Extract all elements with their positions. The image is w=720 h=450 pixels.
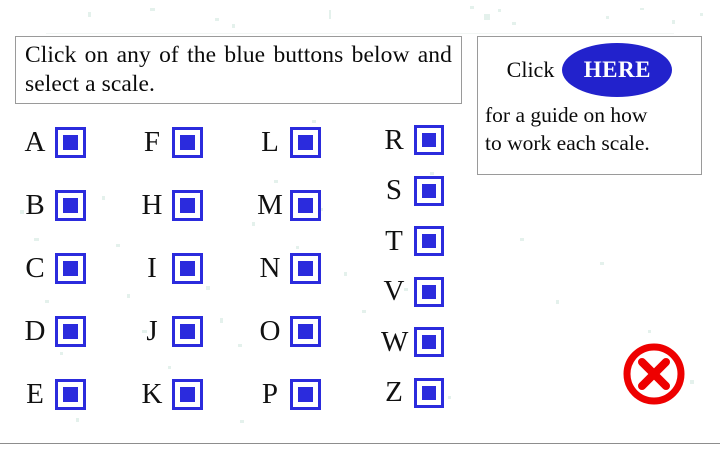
scale-label-o: O [259,315,281,347]
scale-button-p[interactable] [290,379,321,410]
scale-cell-d: D [22,316,86,347]
scale-button-s[interactable] [414,175,444,206]
scale-cell-k: K [139,379,203,410]
scale-button-z[interactable] [414,377,444,408]
bottom-divider [0,443,720,444]
guide-text-line-2: to work each scale. [485,131,650,155]
scale-button-d[interactable] [55,316,86,347]
scale-label-d: D [24,315,46,347]
scale-button-inner-square [180,387,195,402]
top-divider [46,33,674,34]
scale-label-n: N [259,252,281,284]
scale-button-v[interactable] [414,276,444,307]
scale-cell-h: H [139,190,203,221]
scale-cell-v: V [381,275,444,307]
scale-button-inner-square [180,135,195,150]
scale-label-h: H [141,189,163,221]
scale-button-f[interactable] [172,127,203,158]
scale-label-p: P [261,378,279,410]
scale-button-a[interactable] [55,127,86,158]
scale-label-k: K [141,378,163,410]
scale-label-w: W [381,325,409,358]
scale-cell-l: L [257,127,321,158]
guide-click-row: Click HERE [478,41,701,99]
scale-label-m: M [257,189,283,221]
scale-button-inner-square [63,198,78,213]
scale-button-j[interactable] [172,316,203,347]
scale-label-j: J [146,315,158,347]
scale-label-v: V [383,275,405,307]
scale-cell-r: R [381,125,444,155]
here-button-label: HERE [583,57,651,82]
scale-label-i: I [147,252,157,284]
scale-button-l[interactable] [290,127,321,158]
scale-label-z: Z [385,376,403,408]
scale-label-b: B [25,189,45,221]
scale-button-inner-square [180,198,195,213]
scale-cell-a: A [22,127,86,158]
scale-button-inner-square [63,261,78,276]
scale-button-w[interactable] [414,327,444,357]
scale-cell-t: T [381,226,444,256]
scale-cell-m: M [257,190,321,221]
scale-button-inner-square [180,261,195,276]
scale-button-inner-square [422,385,436,400]
scale-button-o[interactable] [290,316,321,347]
instruction-text: Click on any of the blue buttons below a… [25,42,452,97]
scale-button-inner-square [422,335,436,349]
scale-cell-p: P [257,379,321,410]
scale-cell-z: Z [381,376,444,408]
scale-label-f: F [143,126,161,158]
guide-click-label: Click [506,57,555,82]
scale-button-inner-square [298,261,313,276]
scale-button-inner-square [180,324,195,339]
scale-button-i[interactable] [172,253,203,284]
scale-button-h[interactable] [172,190,203,221]
guide-panel: Click HERE for a guide on how to work ea… [477,36,702,175]
scale-button-r[interactable] [414,125,444,155]
scale-button-inner-square [422,284,436,299]
scale-button-inner-square [298,324,313,339]
scale-label-e: E [26,378,44,410]
scale-cell-b: B [22,190,86,221]
scale-button-n[interactable] [290,253,321,284]
instruction-panel: Click on any of the blue buttons below a… [15,36,462,104]
guide-text-line-1: for a guide on how [485,103,648,127]
scale-button-inner-square [63,387,78,402]
close-icon[interactable] [622,342,686,406]
scale-button-m[interactable] [290,190,321,221]
scale-button-inner-square [298,135,313,150]
scale-button-inner-square [422,234,436,248]
scale-cell-s: S [381,174,444,206]
scale-cell-w: W [381,327,444,357]
scale-label-a: A [24,126,46,158]
scale-button-k[interactable] [172,379,203,410]
scale-cell-f: F [139,127,203,158]
scale-button-inner-square [422,183,436,198]
scale-button-inner-square [422,133,436,147]
scale-button-inner-square [63,135,78,150]
scale-button-e[interactable] [55,379,86,410]
scale-button-b[interactable] [55,190,86,221]
scale-label-t: T [385,224,403,257]
here-button[interactable]: HERE [562,43,673,97]
scale-button-inner-square [298,198,313,213]
scale-button-c[interactable] [55,253,86,284]
scale-label-c: C [25,252,45,284]
scale-cell-j: J [139,316,203,347]
scale-button-t[interactable] [414,226,444,256]
scale-label-l: L [261,126,279,158]
scale-cell-o: O [257,316,321,347]
scale-label-r: R [384,123,404,156]
scale-button-inner-square [63,324,78,339]
scale-cell-e: E [22,379,86,410]
scale-label-s: S [385,174,403,206]
scale-cell-n: N [257,253,321,284]
scale-cell-c: C [22,253,86,284]
scale-button-inner-square [298,387,313,402]
scale-cell-i: I [139,253,203,284]
